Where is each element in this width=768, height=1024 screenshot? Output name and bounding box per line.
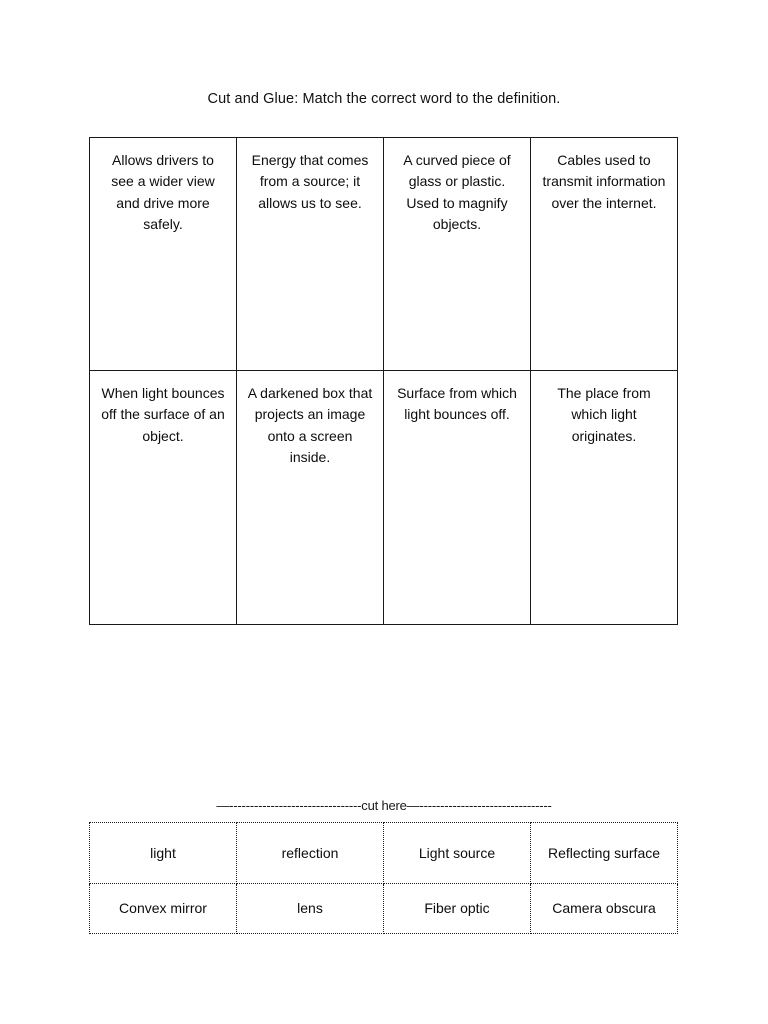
- table-row: Allows drivers to see a wider view and d…: [89, 137, 678, 371]
- cut-here-divider: —--------------------------------cut her…: [216, 798, 552, 813]
- word-bank-cell[interactable]: Light source: [383, 822, 531, 884]
- definition-text: A curved piece of glass or plastic. Used…: [403, 152, 511, 232]
- table-row: Convex mirror lens Fiber optic Camera ob…: [89, 883, 678, 934]
- word-bank-text: Light source: [418, 844, 496, 861]
- page-title: Cut and Glue: Match the correct word to …: [207, 91, 561, 107]
- word-bank-cell[interactable]: Reflecting surface: [530, 822, 678, 884]
- definition-cell[interactable]: Surface from which light bounces off.: [383, 370, 531, 625]
- word-bank-text: reflection: [281, 844, 339, 861]
- word-bank-text: Camera obscura: [552, 900, 656, 917]
- definition-text: Surface from which light bounces off.: [397, 385, 517, 423]
- definition-cell[interactable]: A curved piece of glass or plastic. Used…: [383, 137, 531, 371]
- table-row: When light bounces off the surface of an…: [89, 370, 678, 625]
- word-bank-text: Reflecting surface: [547, 844, 661, 861]
- word-bank-cell[interactable]: Camera obscura: [530, 883, 678, 934]
- definition-cell[interactable]: Cables used to transmit information over…: [530, 137, 678, 371]
- word-bank-text: lens: [297, 900, 323, 917]
- word-bank-cell[interactable]: Convex mirror: [89, 883, 237, 934]
- definition-text: A darkened box that projects an image on…: [247, 385, 373, 465]
- word-bank-cell[interactable]: light: [89, 822, 237, 884]
- definition-cell[interactable]: The place from which light originates.: [530, 370, 678, 625]
- definition-cell[interactable]: Allows drivers to see a wider view and d…: [89, 137, 237, 371]
- definition-text: Cables used to transmit information over…: [542, 152, 666, 211]
- definition-text: Allows drivers to see a wider view and d…: [111, 152, 215, 232]
- word-bank-text: light: [150, 844, 176, 861]
- word-bank-text: Convex mirror: [119, 900, 207, 917]
- definition-text: When light bounces off the surface of an…: [101, 385, 225, 444]
- definition-text: The place from which light originates.: [557, 385, 651, 444]
- definition-cell[interactable]: A darkened box that projects an image on…: [236, 370, 384, 625]
- word-bank-table: light reflection Light source Reflecting…: [89, 822, 678, 934]
- definition-table: Allows drivers to see a wider view and d…: [89, 137, 678, 625]
- word-bank-cell[interactable]: lens: [236, 883, 384, 934]
- word-bank-text: Fiber optic: [424, 900, 490, 917]
- word-bank-cell[interactable]: Fiber optic: [383, 883, 531, 934]
- definition-cell[interactable]: When light bounces off the surface of an…: [89, 370, 237, 625]
- definition-text: Energy that comes from a source; it allo…: [251, 152, 369, 211]
- word-bank-cell[interactable]: reflection: [236, 822, 384, 884]
- table-row: light reflection Light source Reflecting…: [89, 822, 678, 884]
- definition-cell[interactable]: Energy that comes from a source; it allo…: [236, 137, 384, 371]
